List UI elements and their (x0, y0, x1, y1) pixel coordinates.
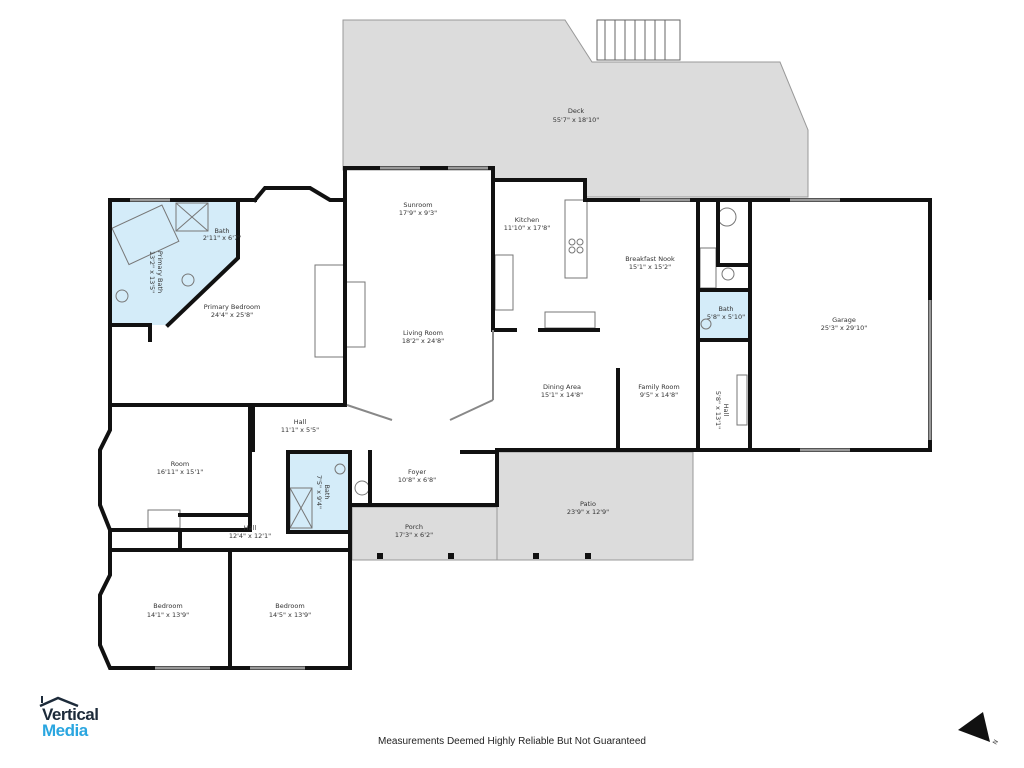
svg-text:24'4" x 25'8": 24'4" x 25'8" (211, 311, 253, 319)
svg-text:17'9" x 9'3": 17'9" x 9'3" (399, 209, 437, 217)
svg-text:Primary Bedroom: Primary Bedroom (204, 303, 261, 311)
logo-line1: Vertical (42, 705, 99, 724)
svg-text:Family Room: Family Room (638, 383, 680, 391)
svg-text:13'2" x 13'5": 13'2" x 13'5" (148, 251, 156, 293)
svg-text:Hall: Hall (294, 418, 307, 426)
svg-text:12'4" x 12'1": 12'4" x 12'1" (229, 532, 271, 540)
svg-text:Hall: Hall (722, 404, 730, 417)
hall-bath-area (288, 454, 350, 532)
svg-text:11'10" x 17'8": 11'10" x 17'8" (504, 224, 550, 232)
north-arrow-icon: N (958, 712, 1000, 746)
svg-text:11'1" x 5'5": 11'1" x 5'5" (281, 426, 319, 434)
svg-text:Bedroom: Bedroom (153, 602, 182, 610)
primary-bath-area (112, 202, 238, 325)
svg-text:14'5" x 13'9": 14'5" x 13'9" (269, 611, 311, 619)
svg-text:Bath: Bath (323, 484, 331, 499)
fixtures (111, 199, 748, 529)
svg-text:Bath: Bath (718, 305, 733, 313)
svg-text:55'7" x 18'10": 55'7" x 18'10" (553, 116, 599, 124)
svg-text:Kitchen: Kitchen (515, 216, 539, 224)
svg-text:25'3" x 29'10": 25'3" x 29'10" (821, 324, 867, 332)
disclaimer-text: Measurements Deemed Highly Reliable But … (378, 736, 646, 747)
walls (98, 166, 932, 670)
deck-stairs (596, 19, 681, 61)
patio-area (496, 451, 694, 561)
house-roof-icon (39, 696, 79, 708)
svg-text:Deck: Deck (568, 107, 585, 115)
svg-text:10'8" x 6'8": 10'8" x 6'8" (398, 476, 436, 484)
svg-text:5'8" x 5'10": 5'8" x 5'10" (707, 313, 745, 321)
svg-text:23'9" x 12'9": 23'9" x 12'9" (567, 508, 609, 516)
svg-text:17'3" x 6'2": 17'3" x 6'2" (395, 531, 433, 539)
svg-text:Hall: Hall (244, 524, 257, 532)
angled-walls (346, 330, 494, 421)
svg-text:2'11" x 6'7": 2'11" x 6'7" (203, 234, 241, 242)
windows (130, 166, 932, 670)
vertical-media-logo: Vertical Media (34, 694, 124, 744)
svg-text:Primary Bath: Primary Bath (156, 251, 164, 293)
svg-text:Room: Room (171, 460, 190, 468)
svg-text:18'2" x 24'8": 18'2" x 24'8" (402, 337, 444, 345)
svg-text:9'5" x 14'8": 9'5" x 14'8" (640, 391, 678, 399)
svg-text:Bath: Bath (214, 227, 229, 235)
svg-text:14'1" x 13'9": 14'1" x 13'9" (147, 611, 189, 619)
svg-text:Patio: Patio (580, 500, 596, 508)
svg-text:N: N (992, 739, 1000, 746)
logo-line2: Media (42, 721, 88, 740)
svg-text:Living Room: Living Room (403, 329, 443, 337)
svg-text:Foyer: Foyer (408, 468, 426, 476)
svg-text:7'5" x 9'4": 7'5" x 9'4" (315, 475, 323, 509)
svg-text:Porch: Porch (405, 523, 423, 531)
svg-text:15'1" x 14'8": 15'1" x 14'8" (541, 391, 583, 399)
svg-text:15'1" x 15'2": 15'1" x 15'2" (629, 263, 671, 271)
porch-posts (377, 553, 591, 559)
svg-text:Garage: Garage (832, 316, 856, 324)
garage-bath-area (700, 291, 748, 339)
svg-text:Bedroom: Bedroom (275, 602, 304, 610)
svg-text:Sunroom: Sunroom (403, 201, 432, 209)
svg-text:Breakfast Nook: Breakfast Nook (625, 255, 675, 263)
svg-text:16'11" x 15'1": 16'11" x 15'1" (157, 468, 203, 476)
svg-text:5'8" x 13'1": 5'8" x 13'1" (714, 391, 722, 429)
svg-text:Dining Area: Dining Area (543, 383, 581, 391)
